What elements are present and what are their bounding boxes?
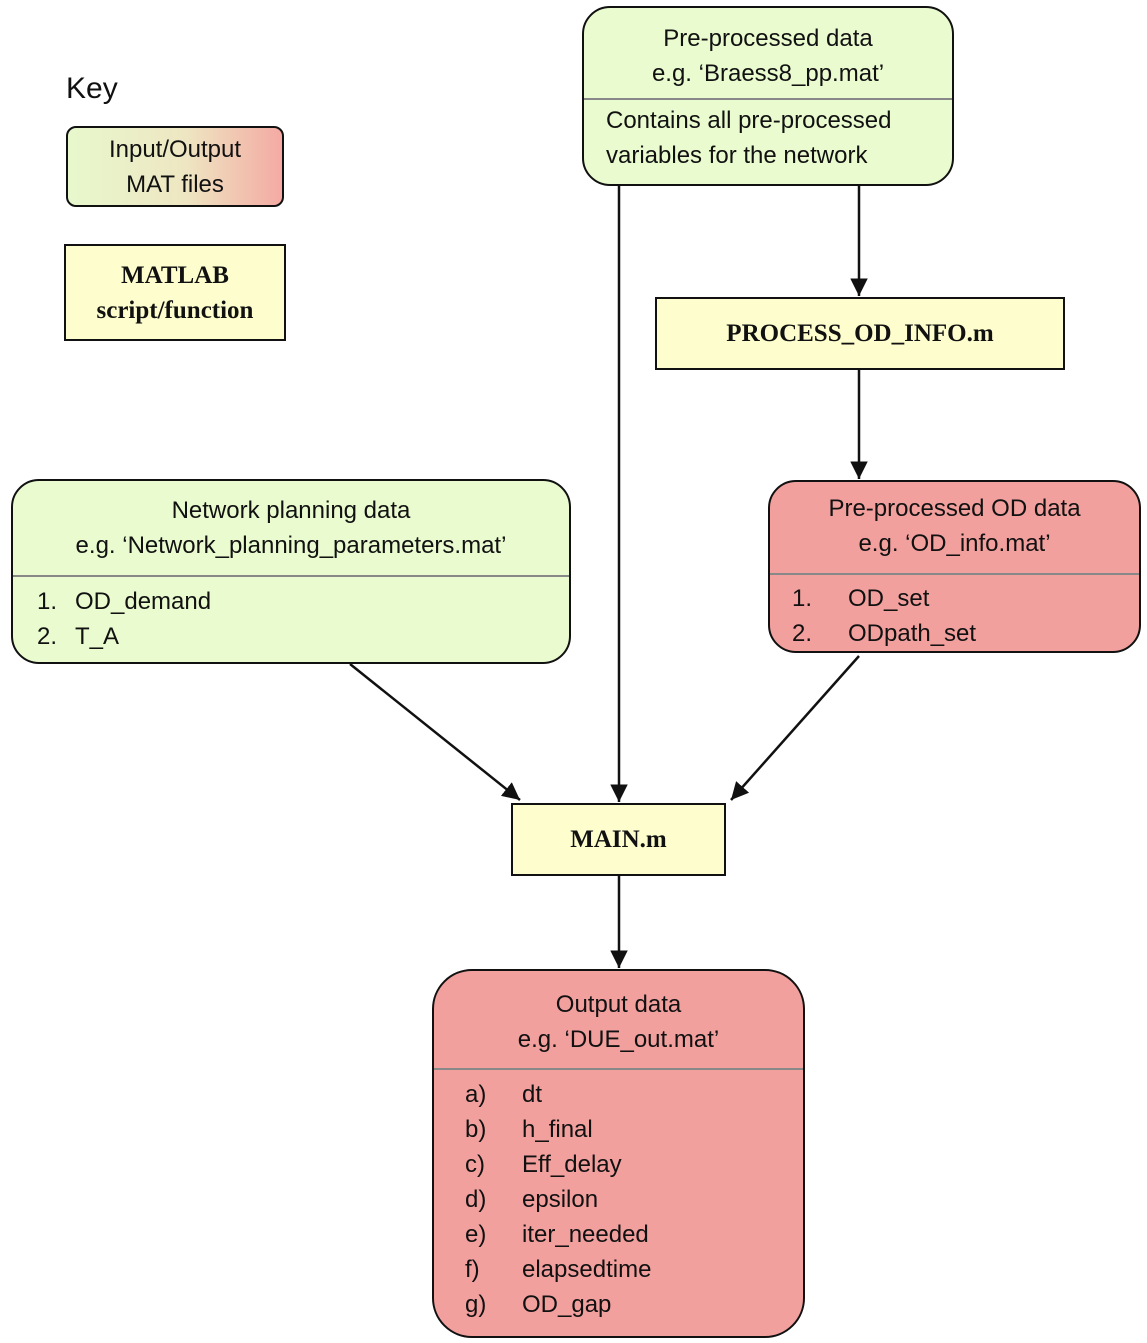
key-script-swatch: MATLAB script/function (64, 244, 286, 341)
list-text: h_final (522, 1116, 593, 1143)
key-title: Key (66, 72, 118, 105)
output-example: e.g. ‘DUE_out.mat’ (517, 1026, 720, 1053)
process-od-info-node: PROCESS_OD_INFO.m (655, 297, 1065, 370)
key-io-label-line1: Input/Output (108, 135, 242, 163)
list-marker: c) (465, 1151, 485, 1178)
od-data-divider (770, 573, 1139, 575)
output-data-node: Output data e.g. ‘DUE_out.mat’ a) dt b) h_… (432, 969, 805, 1338)
list-text: elapsedtime (522, 1256, 652, 1283)
list-text: Eff_delay (522, 1151, 622, 1178)
key-script-label-line1: MATLAB (121, 261, 229, 289)
list-item: 2. ODpath_set (792, 616, 1139, 651)
network-planning-list: 1. OD_demand 2. T_A (13, 577, 569, 654)
list-item: f) elapsedtime (465, 1252, 803, 1287)
list-item: 2. T_A (37, 619, 569, 654)
list-marker: a) (465, 1081, 487, 1108)
list-text: T_A (75, 623, 120, 650)
list-marker: 2. (792, 620, 813, 647)
list-marker: g) (465, 1291, 487, 1318)
list-item: b) h_final (465, 1112, 803, 1147)
list-marker: 2. (37, 623, 58, 650)
output-title: Output data (555, 991, 682, 1018)
list-item: g) OD_gap (465, 1287, 803, 1322)
preprocessed-divider (584, 98, 952, 100)
network-planning-node: Network planning data e.g. ‘Network_plan… (11, 479, 571, 664)
list-item: a) dt (465, 1077, 803, 1112)
list-text: OD_set (848, 585, 930, 612)
preprocessed-example: e.g. ‘Braess8_pp.mat’ (651, 60, 885, 87)
list-item: c) Eff_delay (465, 1147, 803, 1182)
key-io-swatch: Input/Output MAT files (66, 126, 284, 207)
list-marker: f) (465, 1256, 480, 1283)
list-text: OD_demand (75, 588, 212, 615)
arrow-od-data-to-main (730, 655, 860, 801)
list-marker: b) (465, 1116, 487, 1143)
key-script-label-line2: script/function (96, 296, 254, 324)
list-marker: 1. (37, 588, 58, 615)
list-marker: e) (465, 1221, 487, 1248)
main-node: MAIN.m (511, 803, 726, 876)
od-data-list: 1. OD_set 2. ODpath_set (770, 575, 1139, 651)
list-item: 1. OD_demand (37, 584, 569, 619)
list-text: ODpath_set (848, 620, 977, 647)
list-item: e) iter_needed (465, 1217, 803, 1252)
preprocessed-data-node: Pre-processed data e.g. ‘Braess8_pp.mat’… (582, 6, 954, 186)
list-item: d) epsilon (465, 1182, 803, 1217)
od-data-node: Pre-processed OD data e.g. ‘OD_info.mat’… (768, 480, 1141, 653)
preprocessed-body-line2: variables for the network (606, 142, 868, 169)
list-text: OD_gap (522, 1291, 612, 1318)
list-text: dt (522, 1081, 543, 1108)
main-label: MAIN.m (570, 826, 667, 853)
network-planning-example: e.g. ‘Network_planning_parameters.mat’ (75, 532, 507, 559)
list-text: iter_needed (522, 1221, 649, 1248)
preprocessed-body-line1: Contains all pre-processed (606, 107, 892, 134)
list-item: 1. OD_set (792, 581, 1139, 616)
process-od-info-label: PROCESS_OD_INFO.m (726, 320, 994, 347)
key-io-label-line2: MAT files (126, 170, 224, 198)
arrow-network-planning-to-main (349, 663, 521, 801)
preprocessed-title: Pre-processed data (663, 25, 873, 52)
list-text: epsilon (522, 1186, 599, 1213)
output-divider (434, 1068, 803, 1070)
output-list: a) dt b) h_final c) Eff_delay d) epsilon e) i… (434, 1070, 803, 1322)
network-planning-divider (13, 575, 569, 577)
network-planning-title: Network planning data (171, 497, 411, 524)
od-data-title: Pre-processed OD data (828, 495, 1081, 522)
list-marker: d) (465, 1186, 487, 1213)
list-marker: 1. (792, 585, 813, 612)
od-data-example: e.g. ‘OD_info.mat’ (858, 530, 1051, 557)
